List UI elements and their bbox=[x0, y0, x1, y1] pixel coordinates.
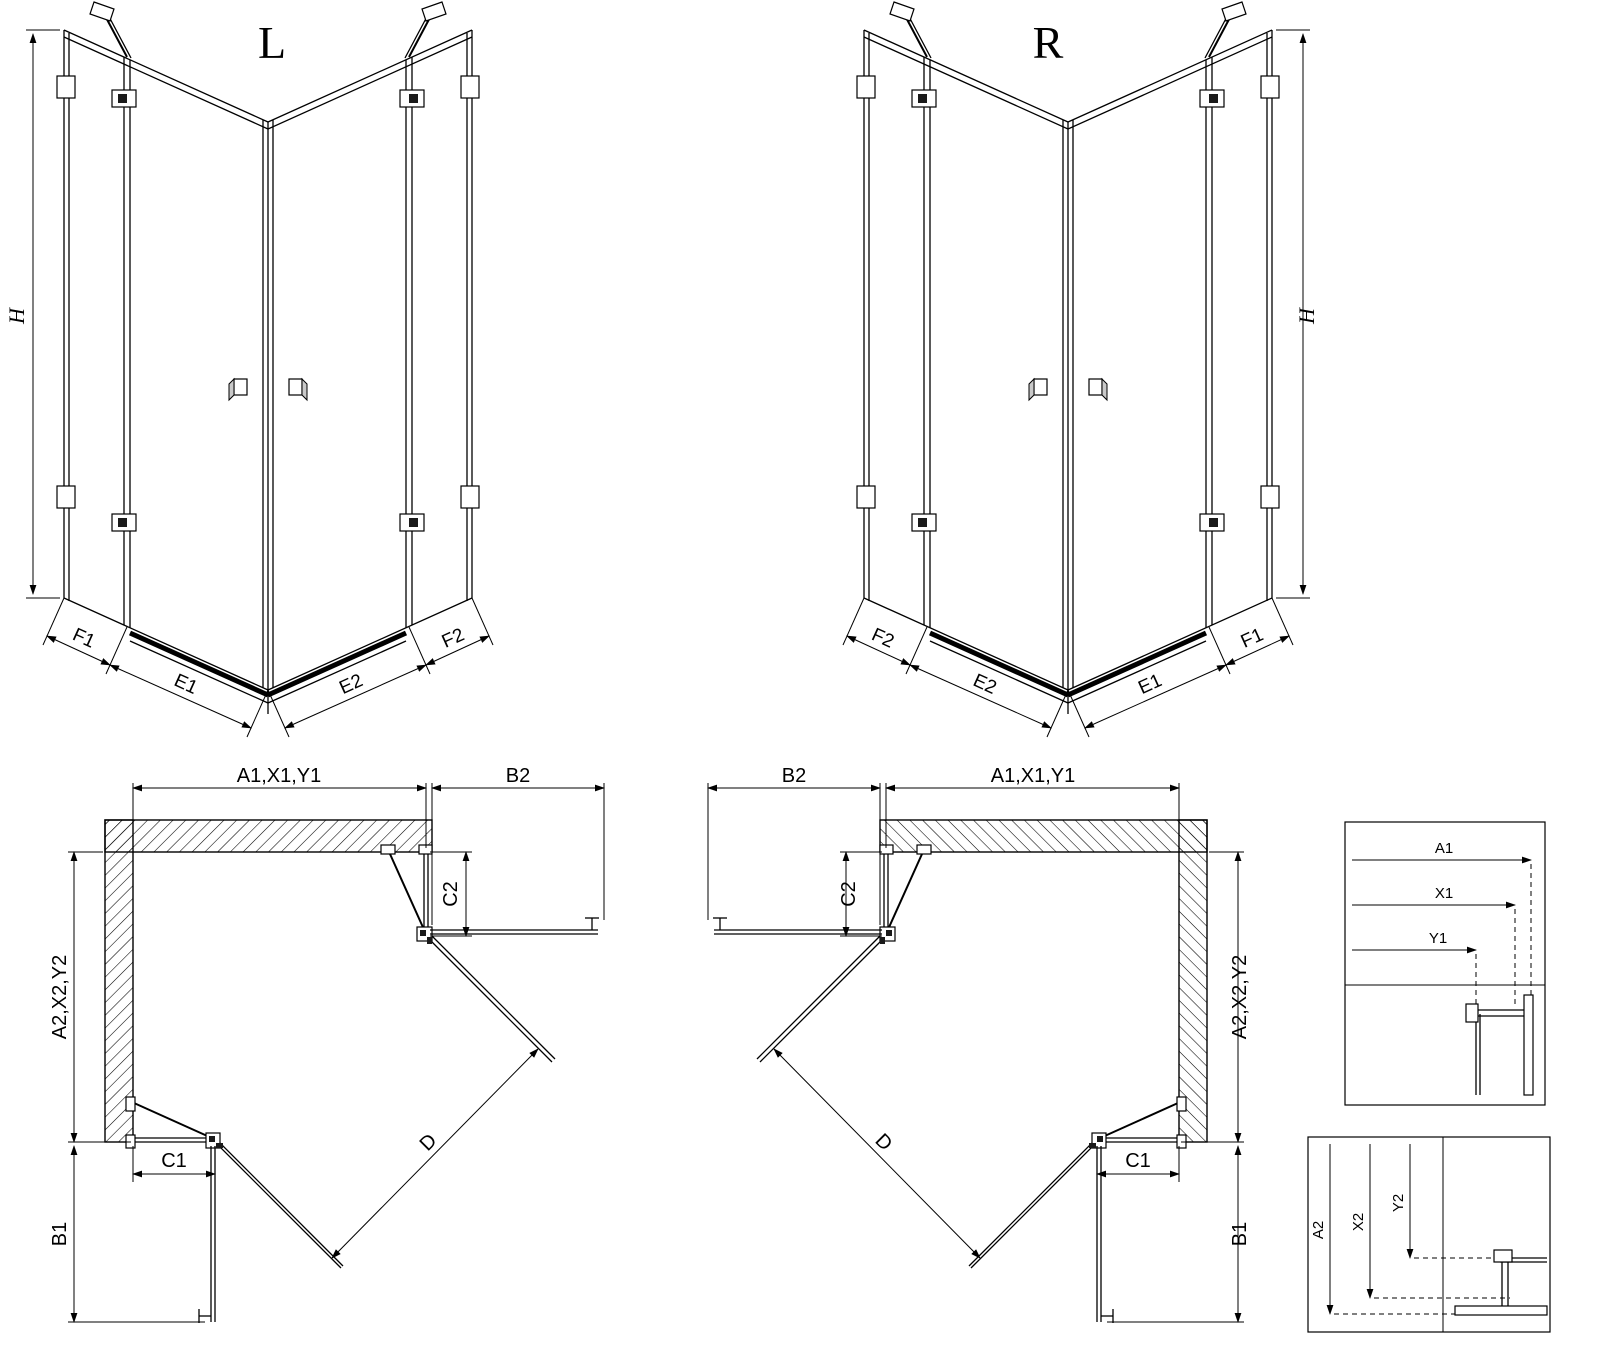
variant-letter-right: R bbox=[1033, 17, 1064, 68]
dim-label-a2x2y2-right: A2,X2,Y2 bbox=[1229, 955, 1251, 1040]
dim-label-c1-left: C1 bbox=[161, 1150, 187, 1172]
plan-view-left: A1,X1,Y1 B2 A2,X2,Y2 B1 C1 C2 D bbox=[49, 765, 604, 1323]
plan-right-artwork bbox=[708, 783, 1244, 1323]
dim-label-c2-right: C2 bbox=[838, 881, 860, 907]
plan-view-right: B2 A1,X1,Y1 A2,X2,Y2 B1 C1 C2 D bbox=[708, 765, 1251, 1323]
dim-label-b2-right: B2 bbox=[782, 765, 806, 787]
iso-left-artwork bbox=[26, 2, 493, 737]
dim-label-e2-left: E2 bbox=[336, 670, 366, 699]
detail-label-x1: X1 bbox=[1435, 885, 1453, 902]
variant-letter-left: L bbox=[258, 17, 286, 68]
detail-label-x2: X2 bbox=[1350, 1213, 1367, 1231]
dim-label-b2-left: B2 bbox=[506, 765, 530, 787]
iso-view-left: L H F1 E1 E2 F2 bbox=[4, 2, 493, 737]
dim-label-c2-left: C2 bbox=[440, 881, 462, 907]
glass-clamp-section bbox=[1465, 1003, 1479, 1023]
detail-widths-frame bbox=[1344, 821, 1546, 1106]
detail-label-a1: A1 bbox=[1435, 840, 1453, 857]
detail-label-y1: Y1 bbox=[1429, 930, 1447, 947]
dim-label-a1x1y1-left: A1,X1,Y1 bbox=[237, 765, 322, 787]
detail-inset-depths: A2 X2 Y2 bbox=[1307, 1136, 1551, 1333]
dim-label-h-left: H bbox=[4, 307, 29, 325]
wall-profile-section bbox=[1523, 994, 1534, 1096]
dim-label-c1-right: C1 bbox=[1125, 1150, 1151, 1172]
plan-left-artwork bbox=[68, 783, 604, 1323]
dim-label-a1x1y1-right: A1,X1,Y1 bbox=[991, 765, 1076, 787]
detail-label-y2: Y2 bbox=[1390, 1194, 1407, 1212]
dim-label-a2x2y2-left: A2,X2,Y2 bbox=[49, 955, 71, 1040]
iso-right-artwork bbox=[843, 2, 1310, 737]
iso-view-right: R H F2 E2 E1 F1 bbox=[843, 2, 1319, 737]
detail-inset-widths: A1 X1 Y1 bbox=[1344, 821, 1546, 1106]
detail-depths-frame bbox=[1307, 1136, 1551, 1333]
glass-clamp-section-2 bbox=[1493, 1249, 1513, 1263]
dim-label-b1-right: B1 bbox=[1229, 1222, 1251, 1246]
dim-label-h-right: H bbox=[1294, 307, 1319, 325]
dim-label-e2-right: E2 bbox=[970, 670, 1000, 699]
dim-label-f2-right: F2 bbox=[868, 624, 897, 652]
wall-profile-section-2 bbox=[1454, 1305, 1548, 1316]
dim-label-f2-left: F2 bbox=[439, 624, 468, 652]
dim-label-b1-left: B1 bbox=[49, 1222, 71, 1246]
detail-label-a2: A2 bbox=[1310, 1221, 1327, 1239]
